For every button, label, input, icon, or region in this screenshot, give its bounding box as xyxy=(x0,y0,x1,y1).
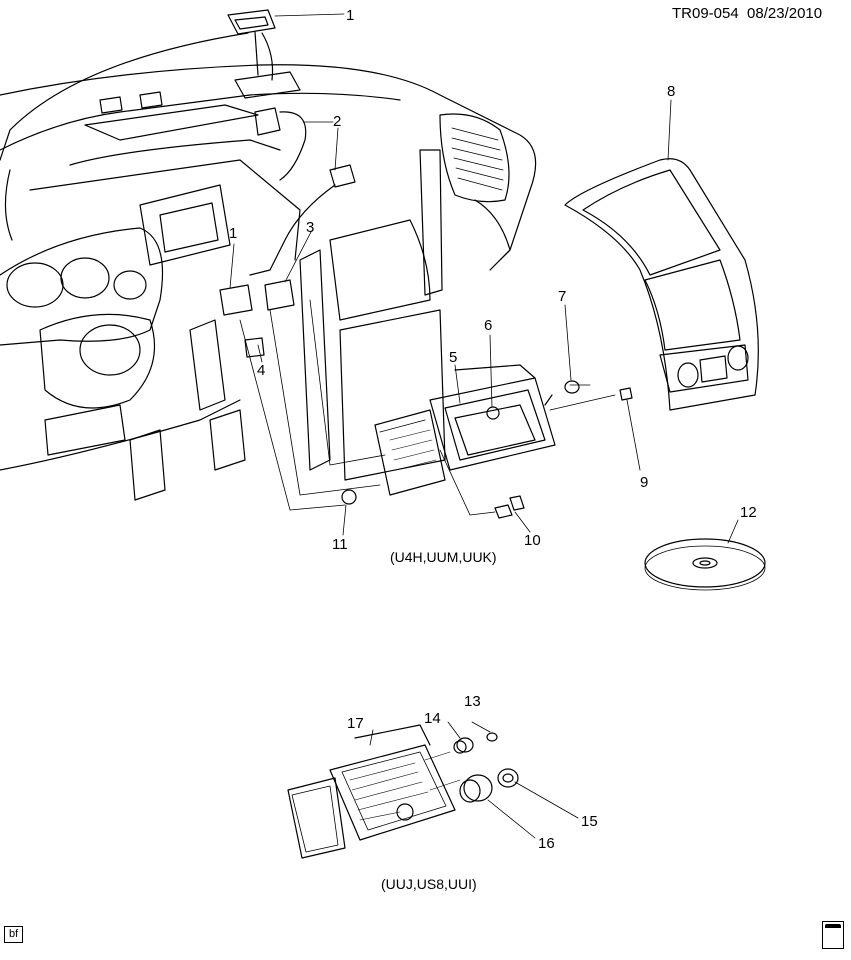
callout-5: 5 xyxy=(449,349,458,366)
document-id: TR09-054 08/23/2010 xyxy=(672,6,822,21)
gm-spo-logo-icon xyxy=(822,921,844,949)
callout-12: 12 xyxy=(740,504,757,521)
instrument-panel xyxy=(0,64,537,501)
callout-8: 8 xyxy=(667,83,676,100)
callout-15: 15 xyxy=(581,813,598,830)
bf-label-box: bf xyxy=(4,926,24,943)
part-17-radio-unit xyxy=(287,724,456,859)
assembly-leader-lines xyxy=(239,299,616,511)
option-codes-lower: (UUJ,US8,UUI) xyxy=(381,876,477,892)
callout-11: 11 xyxy=(332,536,348,553)
callout-1-lower: 1 xyxy=(229,225,238,242)
callout-13: 13 xyxy=(464,693,481,710)
callout-14: 14 xyxy=(424,710,441,727)
callout-10: 10 xyxy=(524,532,541,549)
callout-16: 16 xyxy=(538,835,555,852)
part-9-clip xyxy=(619,387,641,471)
callout-4: 4 xyxy=(257,362,266,379)
part-8-bezel xyxy=(564,99,759,411)
callout-9: 9 xyxy=(640,474,649,491)
document-number: TR09-054 xyxy=(672,5,739,22)
part-10-bolt xyxy=(439,449,531,533)
part-12-disc xyxy=(644,519,766,591)
part-1-top-connector xyxy=(0,9,345,161)
part-5-radio-navigation-unit xyxy=(374,334,556,496)
part-7-knob xyxy=(564,304,580,394)
callout-1-top: 1 xyxy=(346,7,355,24)
callout-3: 3 xyxy=(306,219,315,236)
callout-7: 7 xyxy=(558,288,567,305)
part-11-bushing xyxy=(341,489,357,536)
parts-13-16-knobs xyxy=(424,721,579,839)
part-2-harness xyxy=(249,107,356,276)
callout-17: 17 xyxy=(347,715,364,732)
part-1-3-4-connectors xyxy=(219,231,312,363)
option-codes-upper: (U4H,UUM,UUK) xyxy=(390,549,497,565)
document-date: 08/23/2010 xyxy=(747,5,823,22)
callout-6: 6 xyxy=(484,317,493,334)
callout-2: 2 xyxy=(333,113,342,130)
